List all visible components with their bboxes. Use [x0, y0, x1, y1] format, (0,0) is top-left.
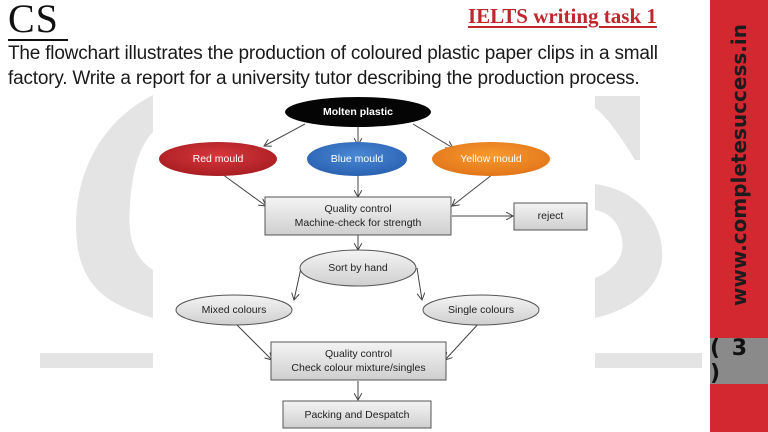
cs-logo: CS: [8, 0, 59, 41]
qc-colour-node: [270, 341, 447, 381]
qc-colour-line2: Check colour mixture/singles: [291, 362, 426, 374]
blue-mould-label: Blue mould: [330, 153, 384, 165]
qc-strength-label: Quality control Machine-check for streng…: [265, 199, 451, 233]
qc-colour-label: Quality control Check colour mixture/sin…: [271, 344, 446, 378]
single-colours-node: [422, 294, 540, 326]
mixed-colours-node: [175, 294, 293, 326]
cs-watermark: [40, 95, 702, 368]
molten-plastic-label: Molten plastic: [322, 106, 393, 118]
qc-strength-line1: Quality control: [324, 203, 392, 215]
qc-colour-line1: Quality control: [324, 348, 393, 360]
reject-node: [513, 202, 588, 231]
website-url: www.completesuccess.in: [710, 0, 768, 330]
sort-by-hand-label: Sort by hand: [328, 262, 388, 274]
red-mould-node: [159, 142, 277, 176]
molten-plastic-node: [285, 97, 431, 127]
blue-mould-node: [307, 142, 407, 176]
yellow-mould-label: Yellow mould: [460, 153, 522, 165]
red-mould-label: Red mould: [192, 153, 244, 165]
single-colours-label: Single colours: [448, 304, 514, 316]
task-title: IELTS writing task 1: [468, 4, 657, 28]
logo-underline: [8, 39, 68, 41]
flowchart: [159, 97, 588, 429]
sort-by-hand-node: [299, 249, 417, 287]
packing-label: Packing and Despatch: [304, 408, 410, 421]
qc-strength-line2: Machine-check for strength: [294, 217, 422, 229]
website-url-text: www.completesuccess.in: [727, 24, 751, 306]
qc-strength-node: [264, 196, 452, 236]
mixed-colours-label: Mixed colours: [201, 304, 267, 316]
reject-label: reject: [537, 210, 564, 222]
task-prompt: The flowchart illustrates the production…: [8, 43, 658, 89]
yellow-mould-node: [432, 142, 550, 176]
packing-node: [282, 400, 432, 429]
page-number: ( 3 ): [710, 336, 768, 386]
